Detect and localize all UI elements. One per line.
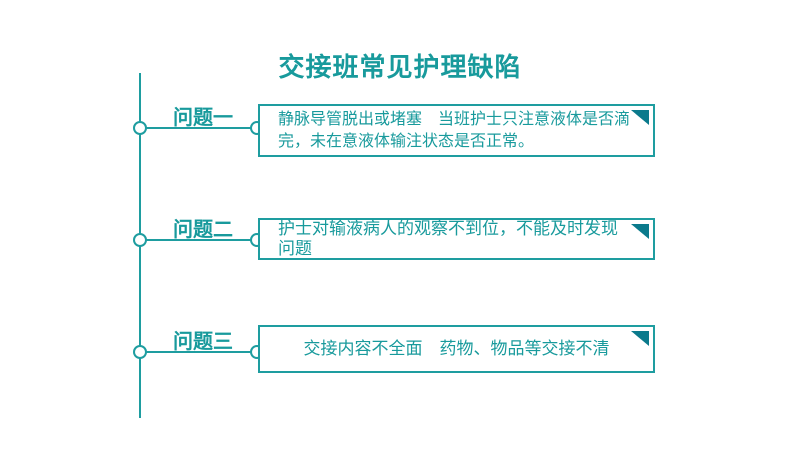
- timeline-node-1: [133, 121, 147, 135]
- problem-label-1: 问题一: [173, 107, 233, 129]
- slide-title: 交接班常见护理缺陷: [278, 52, 522, 82]
- connector-line-1: [140, 127, 257, 129]
- problem-box-3: 交接内容不全面 药物、物品等交接不清: [258, 325, 655, 373]
- timeline-node-2: [133, 233, 147, 247]
- problem-box-2: 护士对输液病人的观察不到位，不能及时发现问题: [258, 218, 655, 260]
- problem-label-3: 问题三: [173, 331, 233, 353]
- problem-text-1: 静脉导管脱出或堵塞 当班护士只注意液体是否滴完，未在意液体输注状态是否正常。: [278, 110, 631, 150]
- timeline-node-3: [133, 345, 147, 359]
- problem-label-2: 问题二: [173, 219, 233, 241]
- problem-text-3: 交接内容不全面 药物、物品等交接不清: [303, 339, 610, 358]
- problem-box-1: 静脉导管脱出或堵塞 当班护士只注意液体是否滴完，未在意液体输注状态是否正常。: [258, 104, 655, 157]
- connector-line-2: [140, 239, 257, 241]
- problem-text-2: 护士对输液病人的观察不到位，不能及时发现问题: [278, 219, 618, 258]
- connector-line-3: [140, 351, 257, 353]
